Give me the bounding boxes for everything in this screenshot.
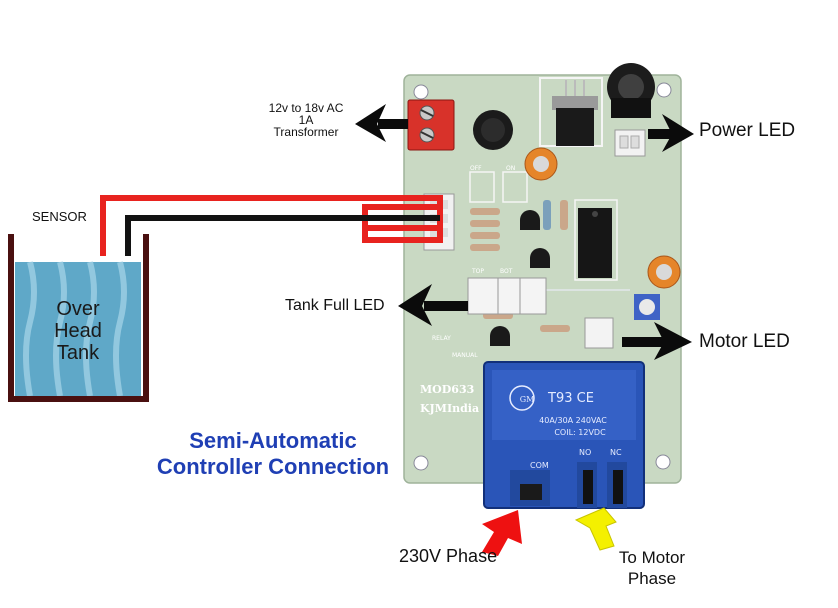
board-maker: KJMIndia	[420, 402, 479, 415]
phase-230v-label: 230V Phase	[399, 546, 498, 566]
arrow-tank-full-led-icon	[398, 284, 468, 326]
to-motor-line-1: To Motor	[618, 548, 686, 567]
relay-rating: 40A/30A 240VAC	[539, 416, 607, 425]
relay-com: COM	[530, 461, 549, 470]
sensor-label: SENSOR	[32, 209, 87, 224]
capacitor-orange-2	[647, 255, 681, 289]
motor-led-connector	[584, 317, 614, 349]
capacitor-black	[473, 110, 513, 150]
page-title: Semi-Automatic Controller Connection	[148, 428, 398, 480]
to-motor-phase-label: To Motor Phase	[602, 547, 702, 589]
pcb-bot-text: BOT	[500, 268, 513, 275]
inductor	[607, 63, 655, 118]
transformer-line-1: 12v to 18v AC	[268, 101, 344, 115]
relay-coil: COIL: 12VDC	[554, 428, 606, 437]
transformer-line-2: 1A	[298, 113, 314, 127]
power-terminal	[407, 99, 455, 151]
relay	[483, 361, 645, 509]
to-motor-line-2: Phase	[627, 569, 677, 588]
arrow-power-led-icon	[648, 114, 694, 152]
tank-label: Over Head Tank	[18, 298, 138, 364]
tank-line-3: Tank	[56, 342, 100, 364]
transistors	[490, 210, 550, 346]
tank-line-1: Over	[56, 298, 100, 320]
relay-nc: NC	[610, 448, 622, 457]
tank-full-led-label: Tank Full LED	[285, 297, 385, 314]
board-model: MOD633	[420, 383, 474, 396]
title-line-1: Semi-Automatic	[189, 428, 357, 453]
potentiometer	[634, 294, 660, 320]
pcb-relay-text: RELAY	[432, 335, 451, 342]
title-line-2: Controller Connection	[156, 454, 390, 479]
transformer-label: 12v to 18v AC 1A Transformer	[258, 102, 354, 138]
ic-chip	[578, 208, 612, 278]
sensor-wires	[100, 195, 443, 256]
pcb-off-text: OFF	[470, 165, 482, 172]
capacitor-orange-1	[524, 147, 558, 181]
relay-no: NO	[579, 448, 591, 457]
pcb-manual-text: MANUAL	[452, 352, 478, 359]
relay-brand: GM	[520, 395, 535, 404]
arrow-transformer-icon	[355, 104, 408, 142]
power-led-connector	[614, 129, 646, 157]
transformer-line-3: Transformer	[273, 125, 339, 139]
motor-led-label: Motor LED	[699, 331, 790, 352]
voltage-regulator	[552, 80, 598, 146]
pcb-top-text: TOP	[471, 268, 484, 275]
tank-line-2: Head	[54, 320, 102, 342]
overhead-tank	[8, 234, 149, 402]
pcb-on-text: ON	[506, 165, 515, 172]
power-led-label: Power LED	[699, 120, 796, 141]
relay-model: T93 CE	[547, 391, 594, 406]
arrow-to-motor-phase-icon	[574, 507, 617, 551]
arrow-motor-led-icon	[622, 322, 692, 360]
tank-full-led-connector	[467, 277, 547, 315]
arrow-230v-phase-icon	[482, 510, 522, 556]
